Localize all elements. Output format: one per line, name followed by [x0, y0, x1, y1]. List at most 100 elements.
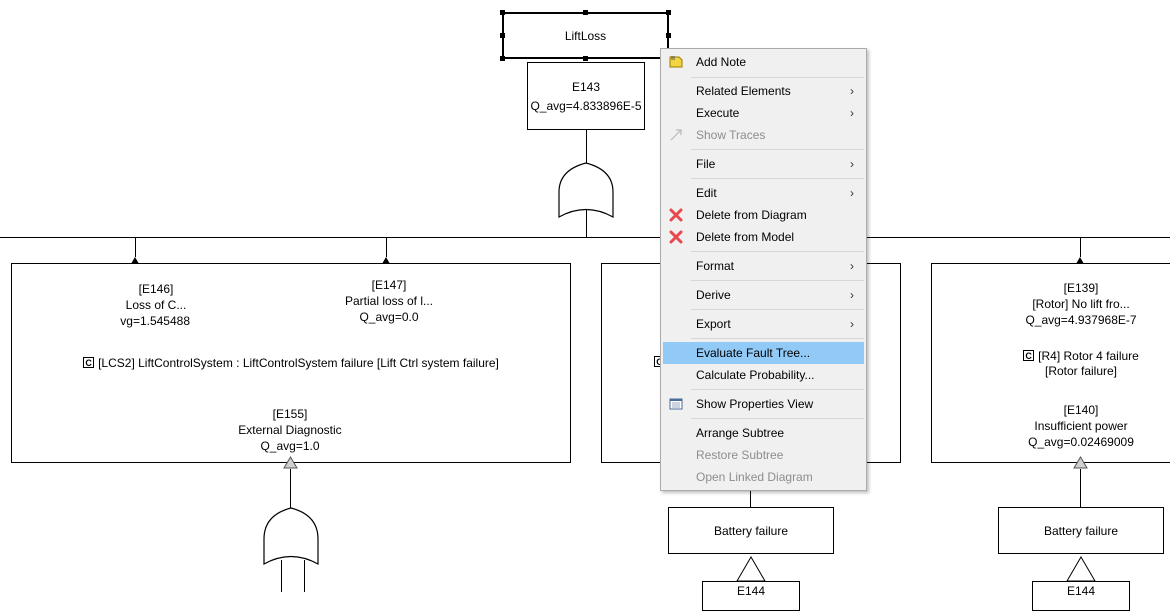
menu-separator — [691, 418, 864, 419]
note-icon — [669, 56, 683, 68]
menu-item-format[interactable]: Format › — [663, 255, 864, 277]
menu-item-restore-subtree: Restore Subtree — [663, 444, 864, 466]
event-id: E143 — [571, 80, 601, 94]
selection-handle[interactable] — [583, 10, 588, 15]
component-text: [R4] Rotor 4 failure — [1038, 349, 1139, 363]
component-text: [Rotor failure] — [1044, 364, 1118, 378]
menu-item-label: Execute — [696, 106, 740, 120]
menu-item-label: Delete from Diagram — [696, 208, 807, 222]
connector-bus — [0, 237, 1170, 238]
menu-separator — [691, 77, 864, 78]
menu-item-show-properties-view[interactable]: Show Properties View — [663, 393, 864, 415]
trace-arrow-icon — [670, 129, 682, 141]
submenu-chevron-icon: › — [850, 259, 854, 273]
menu-item-evaluate-fault-tree[interactable]: Evaluate Fault Tree... — [663, 342, 864, 364]
transfer-triangle-outline-icon — [736, 556, 766, 582]
event-battery-failure-middle[interactable]: Battery failure — [668, 507, 834, 554]
event-probability: Q_avg=1.0 — [260, 439, 320, 453]
subsystem-box-left[interactable]: [E146] Loss of C... vg=1.545488 [E147] P… — [11, 263, 571, 463]
event-id: [E155] — [272, 407, 308, 421]
or-gate-icon[interactable] — [263, 507, 319, 567]
top-event-label: LiftLoss — [564, 29, 607, 43]
submenu-chevron-icon: › — [850, 288, 854, 302]
event-name: Battery failure — [1043, 524, 1119, 538]
menu-item-label: Add Note — [696, 55, 747, 69]
submenu-chevron-icon: › — [850, 157, 854, 171]
event-id: [E140] — [1063, 403, 1099, 417]
event-e144-right[interactable]: E144 — [1032, 581, 1130, 611]
menu-item-label: Derive — [696, 288, 731, 302]
selection-handle[interactable] — [666, 33, 671, 38]
menu-item-delete-from-model[interactable]: Delete from Model — [663, 226, 864, 248]
or-gate-icon[interactable] — [558, 162, 614, 220]
event-e143[interactable]: E143 Q_avg=4.833896E-5 — [527, 62, 645, 130]
event-name: Loss of C... — [125, 298, 187, 312]
delete-icon — [669, 230, 683, 244]
delete-icon — [669, 208, 683, 222]
selection-handle[interactable] — [500, 56, 505, 61]
context-menu[interactable]: Add Note Related Elements › Execute › Sh… — [660, 48, 867, 491]
menu-item-label: Edit — [696, 186, 717, 200]
menu-item-calculate-probability[interactable]: Calculate Probability... — [663, 364, 864, 386]
component-label: C[R4] Rotor 4 failure — [1001, 348, 1161, 364]
menu-separator — [691, 280, 864, 281]
menu-item-edit[interactable]: Edit › — [663, 182, 864, 204]
connector-line — [586, 130, 587, 164]
component-label: C[LCS2] LiftControlSystem : LiftControlS… — [12, 355, 570, 371]
event-probability: Q_avg=4.937968E-7 — [1025, 313, 1137, 327]
connector-line — [386, 237, 387, 257]
event-id: E144 — [736, 584, 766, 598]
connector-line — [281, 560, 282, 592]
menu-item-label: Show Traces — [696, 128, 766, 142]
component-badge-icon: C — [1023, 350, 1035, 361]
event-e144-middle[interactable]: E144 — [702, 581, 800, 611]
menu-separator — [691, 251, 864, 252]
top-event-liftloss[interactable]: LiftLoss — [502, 12, 669, 59]
menu-item-export[interactable]: Export › — [663, 313, 864, 335]
event-name: [Rotor] No lift fro... — [1032, 297, 1130, 311]
event-name: Insufficient power — [1034, 419, 1128, 433]
menu-item-derive[interactable]: Derive › — [663, 284, 864, 306]
menu-separator — [691, 389, 864, 390]
connector-line — [290, 469, 291, 509]
menu-item-label: Format — [696, 259, 735, 273]
selection-handle[interactable] — [500, 33, 505, 38]
menu-item-arrange-subtree[interactable]: Arrange Subtree — [663, 422, 864, 444]
submenu-chevron-icon: › — [850, 84, 854, 98]
menu-item-label: Calculate Probability... — [696, 368, 815, 382]
selection-handle[interactable] — [583, 56, 588, 61]
menu-item-execute[interactable]: Execute › — [663, 102, 864, 124]
connector-line — [586, 210, 587, 237]
event-probability: Q_avg=4.833896E-5 — [530, 99, 642, 113]
submenu-chevron-icon: › — [850, 106, 854, 120]
subsystem-box-right[interactable]: [E139] [Rotor] No lift fro... Q_avg=4.93… — [931, 263, 1170, 463]
submenu-chevron-icon: › — [850, 186, 854, 200]
event-name: External Diagnostic — [238, 423, 342, 437]
menu-item-label: Open Linked Diagram — [696, 470, 813, 484]
menu-item-add-note[interactable]: Add Note — [663, 51, 864, 73]
menu-separator — [691, 338, 864, 339]
menu-item-show-traces: Show Traces — [663, 124, 864, 146]
menu-item-label: Arrange Subtree — [696, 426, 785, 440]
selection-handle[interactable] — [500, 10, 505, 15]
menu-separator — [691, 309, 864, 310]
menu-item-label: Export — [696, 317, 731, 331]
event-id: [E147] — [371, 278, 407, 292]
properties-view-icon — [669, 398, 683, 410]
menu-item-label: Delete from Model — [696, 230, 795, 244]
selection-handle[interactable] — [666, 10, 671, 15]
transfer-triangle-grey-icon — [283, 456, 298, 469]
menu-item-file[interactable]: File › — [663, 153, 864, 175]
transfer-triangle-grey-icon — [1073, 456, 1088, 469]
event-battery-failure-right[interactable]: Battery failure — [998, 507, 1164, 554]
menu-item-label: Restore Subtree — [696, 448, 784, 462]
submenu-chevron-icon: › — [850, 317, 854, 331]
transfer-triangle-outline-icon — [1066, 556, 1096, 582]
menu-item-label: Evaluate Fault Tree... — [696, 346, 811, 360]
event-id: [E139] — [1063, 281, 1099, 295]
event-id: [E146] — [138, 282, 174, 296]
menu-item-related-elements[interactable]: Related Elements › — [663, 80, 864, 102]
menu-item-delete-from-diagram[interactable]: Delete from Diagram — [663, 204, 864, 226]
event-probability: vg=1.545488 — [120, 314, 190, 328]
